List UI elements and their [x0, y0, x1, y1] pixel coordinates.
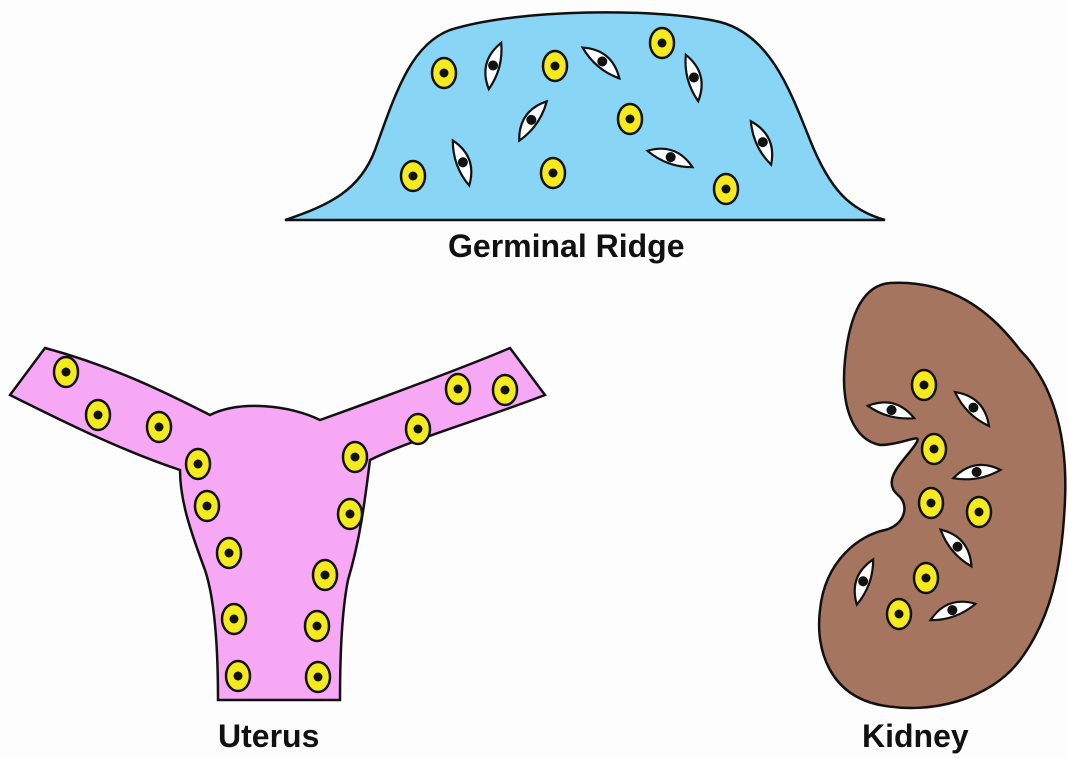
round-cell [313, 560, 337, 590]
round-cell [919, 488, 943, 518]
round-cell [186, 449, 210, 479]
round-cell [618, 104, 642, 134]
germinal-ridge-label: Germinal Ridge [448, 228, 685, 265]
germinal-ridge-shape [285, 12, 885, 220]
round-cell [967, 497, 991, 527]
round-cell [226, 661, 250, 691]
round-cell [887, 599, 911, 629]
round-cell [401, 161, 425, 191]
round-cell [305, 611, 329, 641]
round-cell [406, 414, 430, 444]
round-cell [543, 51, 567, 81]
round-cell [541, 158, 565, 188]
round-cell [432, 58, 456, 88]
round-cell [86, 400, 110, 430]
round-cell [217, 538, 241, 568]
round-cell [922, 434, 946, 464]
round-cell [222, 604, 246, 634]
round-cell [306, 662, 330, 692]
round-cell [914, 563, 938, 593]
round-cell [343, 442, 367, 472]
round-cell [493, 375, 517, 405]
round-cell [446, 374, 470, 404]
round-cell [195, 491, 219, 521]
uterus-label: Uterus [218, 718, 319, 755]
round-cell [338, 499, 362, 529]
round-cell [912, 370, 936, 400]
kidney-label: Kidney [862, 718, 969, 755]
round-cell [147, 412, 171, 442]
round-cell [54, 357, 78, 387]
round-cell [714, 174, 738, 204]
round-cell [650, 28, 674, 58]
